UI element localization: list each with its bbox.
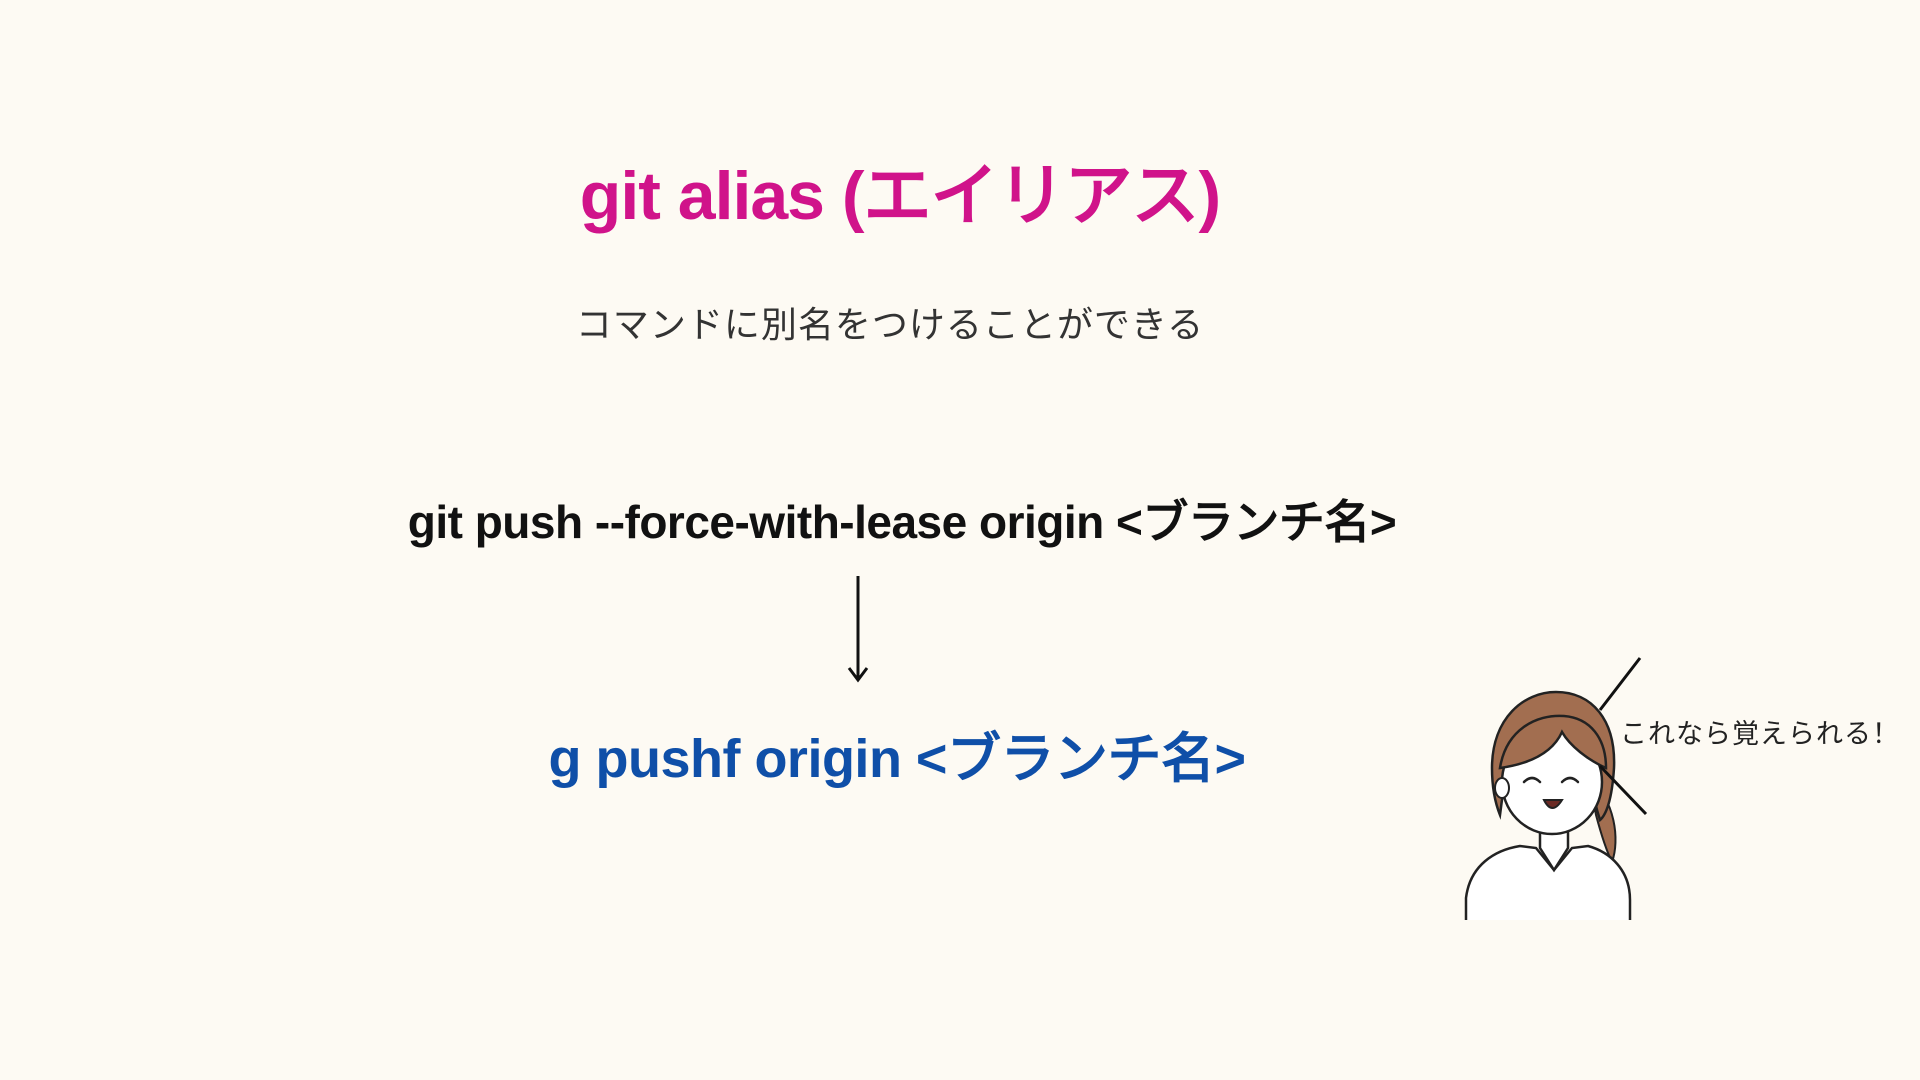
alias-command: g pushf origin <ブランチ名> bbox=[548, 729, 1246, 789]
slide-title: git alias (エイリアス) bbox=[579, 158, 1221, 234]
exclamation-lines-icon bbox=[1598, 657, 1648, 816]
arrow-down-icon bbox=[847, 576, 869, 683]
slide-subtitle: コマンドに別名をつけることができる bbox=[575, 305, 1205, 346]
speech-bubble-text: これなら覚えられる！ bbox=[1620, 719, 1900, 750]
woman-smiling-icon bbox=[1464, 690, 1632, 920]
original-command: git push --force-with-lease origin <ブランチ… bbox=[407, 496, 1397, 548]
